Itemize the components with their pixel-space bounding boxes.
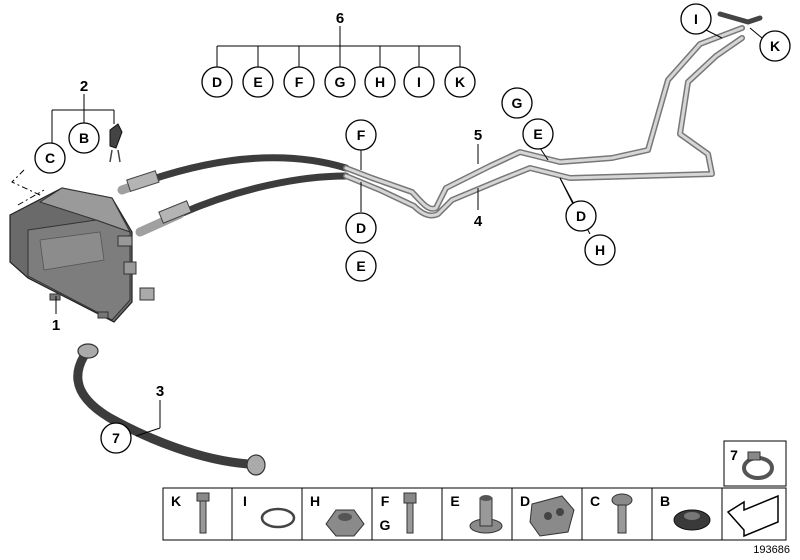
pipe-callouts: F D E G E D H I K [345, 3, 791, 282]
hex-nut-icon [325, 509, 365, 537]
callout-letter: G [512, 95, 523, 111]
group-2-callouts: C B [34, 122, 100, 174]
legend-letter: E [450, 493, 459, 509]
bolt-icon [403, 492, 417, 534]
legend-letter: D [520, 493, 530, 509]
callout-letter: D [212, 74, 222, 90]
callout-letter: K [455, 74, 465, 90]
part-number-6: 6 [336, 10, 344, 27]
callout-letter: E [356, 258, 365, 274]
grommet-icon [673, 509, 711, 531]
callout-letter: K [770, 38, 780, 54]
legend-letter: K [171, 493, 181, 509]
callout-letter: D [356, 220, 366, 236]
rubber-hose-3 [73, 343, 266, 476]
part-number-1: 1 [52, 317, 60, 334]
hose-callout-7: 7 [100, 422, 132, 454]
part-number-2: 2 [80, 78, 88, 95]
spacer-sleeve-icon [469, 495, 503, 534]
callout-letter: G [335, 74, 346, 90]
oil-cooler [9, 187, 155, 323]
legend-top-number: 7 [730, 447, 738, 463]
o-ring-icon [260, 507, 296, 529]
callout-letter: I [694, 11, 698, 27]
callout-letter: E [533, 126, 542, 142]
part-number-5: 5 [474, 127, 482, 144]
callout-number: 7 [112, 430, 120, 446]
callout-letter: I [417, 74, 421, 90]
dash-dot-leader [11, 169, 45, 206]
metal-pipes [343, 11, 763, 219]
leader-lines [51, 26, 763, 437]
callout-letter: F [357, 127, 366, 143]
pipe-holder-icon [529, 495, 575, 537]
part-number-4: 4 [474, 213, 483, 230]
callout-letter: D [576, 208, 586, 224]
legend-letter: I [243, 493, 247, 509]
legend-letter: H [310, 493, 320, 509]
legend-letter: F [381, 493, 390, 509]
legend-letter-sub: G [380, 517, 391, 533]
group-6-callouts: D E F G H I K [201, 66, 476, 98]
legend-letter: B [660, 493, 670, 509]
part-number-3: 3 [156, 383, 164, 400]
bolt-icon [196, 492, 210, 534]
screw-icon [611, 493, 633, 534]
callout-letter: B [79, 130, 89, 146]
direction-arrow-icon [726, 494, 779, 538]
legend-letter: C [590, 493, 600, 509]
callout-letter: C [45, 150, 55, 166]
callout-letter: E [253, 74, 262, 90]
callout-letter: F [295, 74, 304, 90]
hose-clamp-icon [742, 451, 774, 480]
callout-letter: H [595, 242, 605, 258]
parts-legend: 7 K I H F G [162, 440, 787, 541]
callout-letter: H [375, 74, 385, 90]
cooler-hoses [117, 154, 350, 237]
reference-number: 193686 [753, 544, 790, 556]
clip-part [109, 123, 123, 163]
